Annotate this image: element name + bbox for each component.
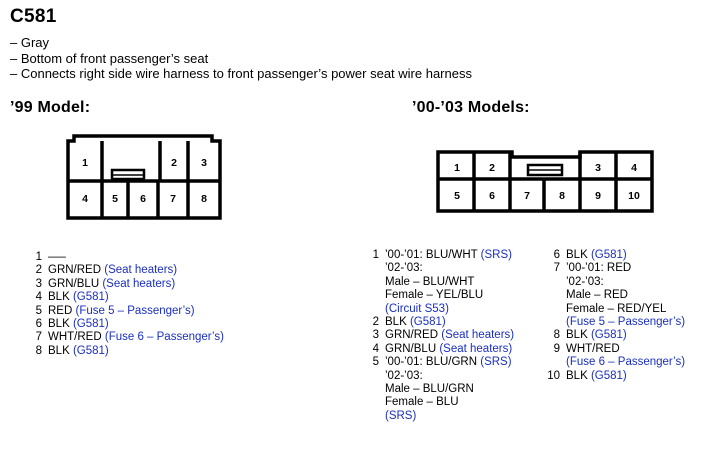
list-item: 1’00-’01: BLU/WHT (SRS) xyxy=(372,249,512,261)
pin-99-8: 8 xyxy=(201,193,207,205)
connector-99-diagram: 1 2 3 4 5 6 7 8 xyxy=(66,134,222,220)
note-location: – Bottom of front passenger’s seat xyxy=(10,50,209,66)
pin-99-7: 7 xyxy=(170,193,176,205)
pin-00-3: 3 xyxy=(595,162,601,174)
note-color: – Gray xyxy=(10,35,50,50)
list-item: 1—– xyxy=(35,251,66,263)
pin-99-6: 6 xyxy=(140,193,146,205)
connector-00-diagram: 1 2 3 4 5 6 7 8 9 10 xyxy=(436,150,654,213)
connector-title: C581 xyxy=(10,6,57,27)
pin-00-10: 10 xyxy=(628,190,640,202)
pin-00-9: 9 xyxy=(595,190,601,202)
connector-notes: – Gray – Bottom of front passenger’s sea… xyxy=(10,35,472,82)
pin-99-5: 5 xyxy=(112,193,118,205)
pinout-00-col1: 1’00-’01: BLU/WHT (SRS) ’02-’03: Male – … xyxy=(365,249,515,423)
pin-00-7: 7 xyxy=(524,190,530,202)
pin-99-3: 3 xyxy=(201,157,207,169)
list-item: 7’00-’01: RED xyxy=(553,262,632,275)
pin-00-5: 5 xyxy=(454,190,460,202)
pin-00-4: 4 xyxy=(631,162,637,174)
pin-00-8: 8 xyxy=(559,190,565,202)
pin-00-2: 2 xyxy=(489,162,495,174)
model-00-heading: ’00-’03 Models: xyxy=(412,99,530,116)
pin-99-4: 4 xyxy=(82,193,88,205)
pin-00-1: 1 xyxy=(454,162,460,174)
note-purpose: – Connects right side wire harness to fr… xyxy=(10,66,472,81)
pin-99-2: 2 xyxy=(171,157,177,169)
model-99-heading: ’99 Model: xyxy=(10,99,91,116)
pin-00-6: 6 xyxy=(489,190,495,202)
pin-99-1: 1 xyxy=(82,157,88,169)
list-item: 5’00-’01: BLU/GRN (SRS) xyxy=(372,356,512,369)
